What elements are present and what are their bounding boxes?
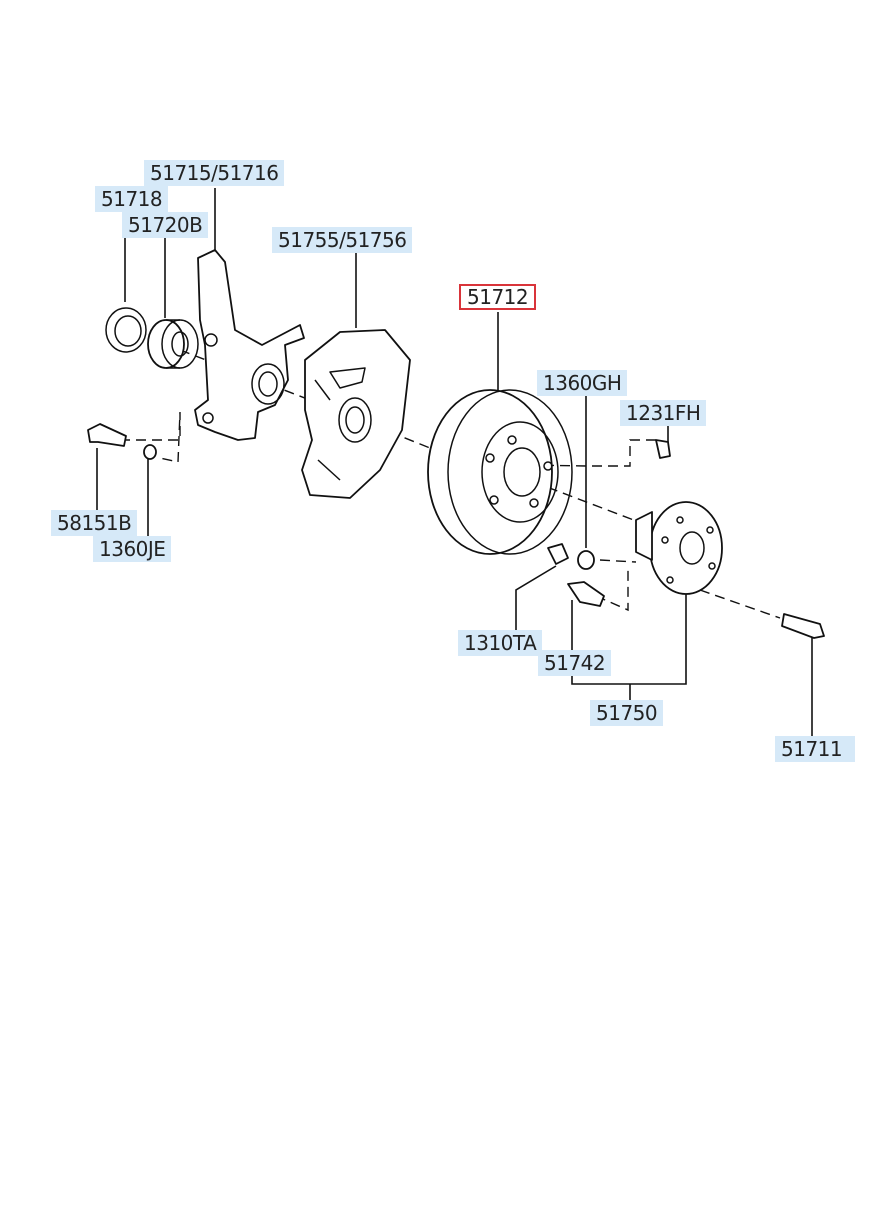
label-1231fh[interactable]: 1231FH	[620, 400, 707, 426]
label-58151b[interactable]: 58151B	[51, 510, 138, 536]
label-1310ta[interactable]: 1310TA	[458, 630, 543, 656]
label-51755-51756[interactable]: 51755/51756	[272, 227, 413, 253]
label-1360je[interactable]: 1360JE	[93, 536, 172, 562]
label-51750[interactable]: 51750	[590, 700, 664, 726]
label-51711[interactable]: 51711	[775, 736, 855, 762]
steering-knuckle	[194, 249, 305, 441]
leader-lines	[96, 188, 813, 736]
dust-cover	[301, 329, 411, 499]
label-51720b[interactable]: 51720B	[122, 212, 209, 238]
label-51715-51716[interactable]: 51715/51716	[144, 160, 285, 186]
wheel-bearing	[147, 319, 199, 369]
label-1360gh[interactable]: 1360GH	[537, 370, 628, 396]
label-51718[interactable]: 51718	[95, 186, 169, 212]
wheel-hub	[635, 501, 723, 595]
snap-ring	[105, 307, 147, 353]
fasteners	[87, 423, 825, 639]
label-51712-selected[interactable]: 51712	[459, 284, 537, 310]
brake-disc	[427, 389, 573, 555]
label-51742[interactable]: 51742	[538, 650, 612, 676]
